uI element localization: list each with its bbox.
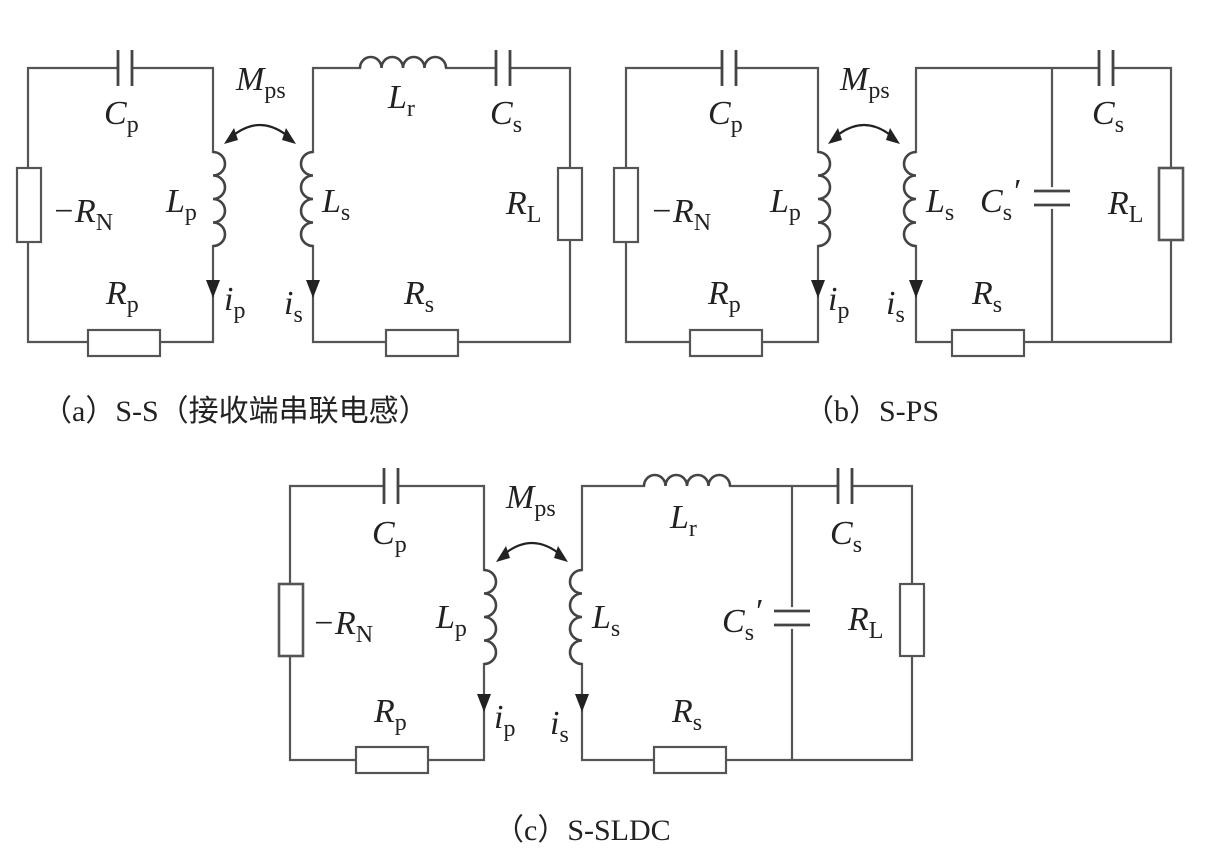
- circuit-c-secondary-wires: [580, 484, 914, 762]
- circuit-c-csp-capacitor: [774, 609, 810, 627]
- circuit-b-ls-label: Ls: [925, 183, 954, 226]
- circuit-a-rl-resistor: [556, 166, 584, 242]
- circuit-c-primary-wires: [288, 484, 486, 762]
- circuit-b-rn-label: −RN: [650, 193, 711, 236]
- circuit-b-rl-resistor: [1157, 166, 1185, 242]
- circuit-c-rp-resistor: [354, 745, 430, 775]
- circuit-b-cp-label: Cp: [708, 95, 743, 138]
- circuit-a-primary-wires: [26, 66, 215, 344]
- circuit-c-rl-resistor: [898, 582, 926, 658]
- circuit-a-mutual-curve: [229, 124, 291, 139]
- circuit-b-is-label: is: [886, 285, 905, 328]
- circuit-c-ls-coil: [568, 568, 583, 666]
- circuit-b-mps-label: Mps: [839, 61, 890, 104]
- circuit-a-rp-resistor: [86, 328, 162, 358]
- circuit-c-rl-label: RL: [847, 601, 883, 644]
- circuit-c-lr-label: Lr: [669, 499, 697, 542]
- circuit-a-rn-resistor: [15, 166, 43, 244]
- circuit-b: Cp −RN Lp Rp ip Mps Cs Cs′ Ls RL is Rs （…: [612, 50, 1185, 428]
- circuit-a-lr-coil: [358, 55, 448, 69]
- circuit-b-rs-resistor: [950, 328, 1026, 358]
- circuit-b-mutual-arrowhead-right: [886, 128, 900, 144]
- circuit-a-ip-arrow: [206, 280, 220, 298]
- circuit-c-rs-resistor: [652, 745, 728, 775]
- circuit-c-cs-label: Cs: [830, 515, 862, 558]
- circuit-a-caption: （a）S-S（接收端串联电感）: [42, 395, 429, 428]
- circuit-b-rl-label: RL: [1107, 185, 1143, 228]
- circuit-a-secondary-wires: [311, 66, 572, 344]
- circuit-c-is-label: is: [550, 705, 569, 748]
- circuit-c-cs-capacitor: [836, 468, 854, 504]
- circuit-b-caption: （b）S-PS: [804, 395, 939, 428]
- circuit-c-lp-coil: [483, 568, 498, 666]
- circuit-b-lp-coil: [817, 150, 832, 248]
- circuit-b-rp-label: Rp: [707, 275, 741, 318]
- circuit-c-rs-label: Rs: [671, 693, 702, 736]
- circuit-b-mutual-curve: [833, 124, 895, 139]
- circuit-a-ip-label: ip: [224, 281, 245, 324]
- circuit-c: Cp −RN Lp Rp ip Mps Lr Cs Cs′ Ls RL is R…: [277, 468, 926, 847]
- circuit-b-mutual-arrowhead-left: [828, 128, 842, 144]
- circuit-c-cp-capacitor: [382, 468, 400, 504]
- circuit-a: Cp −RN Lp Rp ip Mps Lr Cs Ls RL is Rs （a…: [15, 50, 584, 428]
- circuit-b-csp-capacitor: [1034, 189, 1070, 207]
- circuit-b-rp-resistor: [688, 328, 764, 358]
- circuit-c-mutual-arrowhead-left: [496, 546, 510, 562]
- circuit-b-is-arrow: [909, 280, 923, 298]
- circuit-b-cp-capacitor: [720, 50, 738, 86]
- circuit-a-ls-label: Ls: [321, 183, 350, 226]
- circuit-a-lp-label: Lp: [165, 183, 197, 226]
- circuit-a-is-arrow: [306, 280, 320, 298]
- circuit-c-ip-arrow: [477, 694, 491, 712]
- circuit-c-ip-label: ip: [494, 699, 515, 742]
- circuit-c-ls-label: Ls: [591, 599, 620, 642]
- circuit-c-lr-coil: [642, 473, 732, 487]
- circuit-a-mutual-arrowhead-left: [224, 128, 238, 144]
- circuit-b-primary-wires: [624, 66, 820, 344]
- circuit-a-cs-capacitor: [494, 50, 512, 86]
- circuit-b-lp-label: Lp: [769, 183, 801, 226]
- circuit-c-cp-label: Cp: [372, 515, 407, 558]
- circuit-a-cp-capacitor: [116, 50, 134, 86]
- circuit-c-mps-label: Mps: [505, 479, 556, 522]
- circuit-a-mps-label: Mps: [235, 61, 286, 104]
- circuit-b-csp-label: Cs′: [980, 173, 1020, 226]
- circuit-c-is-arrow: [575, 694, 589, 712]
- circuit-b-rn-resistor: [612, 166, 640, 244]
- circuit-c-mutual-arrowhead-right: [554, 546, 568, 562]
- circuit-a-ls-coil: [299, 150, 314, 248]
- circuit-b-rs-label: Rs: [971, 275, 1002, 318]
- circuit-c-csp-label: Cs′: [722, 593, 762, 646]
- circuit-c-rn-label: −RN: [312, 605, 373, 648]
- circuit-a-rn-label: −RN: [52, 193, 113, 236]
- circuit-a-is-label: is: [284, 285, 303, 328]
- circuit-b-ip-label: ip: [828, 281, 849, 324]
- circuit-a-rs-resistor: [384, 328, 460, 358]
- circuit-c-lp-label: Lp: [435, 599, 467, 642]
- circuit-a-lr-label: Lr: [387, 79, 415, 122]
- circuit-a-rs-label: Rs: [403, 275, 434, 318]
- circuit-a-cs-label: Cs: [490, 95, 522, 138]
- circuit-b-cs-label: Cs: [1092, 95, 1124, 138]
- circuit-c-mutual-curve: [501, 542, 563, 557]
- circuit-b-secondary-wires: [914, 66, 1173, 344]
- circuit-a-cp-label: Cp: [104, 95, 139, 138]
- circuit-a-lp-coil: [212, 150, 227, 248]
- circuit-a-rl-label: RL: [505, 185, 541, 228]
- circuit-b-ip-arrow: [811, 280, 825, 298]
- circuit-c-rp-label: Rp: [373, 693, 407, 736]
- circuit-a-rp-label: Rp: [105, 275, 139, 318]
- circuit-b-ls-coil: [902, 150, 917, 248]
- circuit-c-caption: （c）S-SLDC: [494, 814, 671, 847]
- circuit-c-rn-resistor: [277, 582, 305, 658]
- circuit-b-cs-capacitor: [1097, 50, 1115, 86]
- circuit-a-mutual-arrowhead-right: [282, 128, 296, 144]
